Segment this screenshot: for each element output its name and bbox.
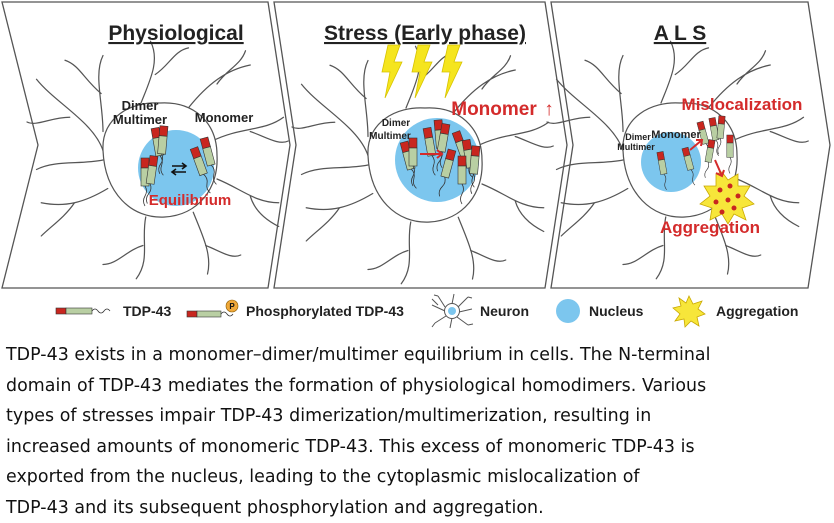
panel-title-als: A L S <box>654 22 707 45</box>
label-monomer: Monomer <box>651 129 701 141</box>
legend-label: Aggregation <box>716 303 798 319</box>
panel-title-physiological: Physiological <box>108 22 243 45</box>
legend-item-neuron: Neuron <box>430 290 529 332</box>
neuron-icon <box>430 293 474 329</box>
legend-label: Neuron <box>480 303 529 319</box>
label-dimer: Dimer <box>625 132 651 142</box>
aggregation-icon <box>672 294 706 328</box>
phosphorylated-tdp43-icon: P <box>186 298 242 324</box>
nucleus-icon <box>555 298 581 324</box>
caption-line: increased amounts of monomeric TDP-43. T… <box>6 432 828 463</box>
caption-line: domain of TDP-43 mediates the formation … <box>6 371 828 402</box>
caption-line: TDP-43 exists in a monomer–dimer/multime… <box>6 340 828 371</box>
tdp43-diagram: Physiological Dimer Multimer Monomer Equ… <box>0 0 834 290</box>
tdp43-icon <box>55 305 117 317</box>
caption-line: exported from the nucleus, leading to th… <box>6 462 828 493</box>
label-equilibrium: Equilibrium <box>149 192 232 209</box>
svg-text:P: P <box>229 302 235 311</box>
panel-title-stress: Stress (Early phase) <box>324 22 526 45</box>
caption-line: TDP-43 and its subsequent phosphorylatio… <box>6 493 828 523</box>
label-multimer: Multimer <box>617 142 655 152</box>
legend-item-phosphorylated-tdp43: P Phosphorylated TDP-43 <box>186 290 404 332</box>
label-aggregation: Aggregation <box>660 218 760 237</box>
legend-item-tdp43: TDP-43 <box>55 290 171 332</box>
legend-label: TDP-43 <box>123 303 171 319</box>
label-monomer: Monomer <box>195 110 254 125</box>
legend: TDP-43 P Phosphorylated TDP-43 Neuron Nu… <box>0 290 834 332</box>
caption-line: types of stresses impair TDP-43 dimeriza… <box>6 401 828 432</box>
figure-caption: TDP-43 exists in a monomer–dimer/multime… <box>6 340 828 523</box>
legend-label: Phosphorylated TDP-43 <box>246 303 404 319</box>
arrow-up-icon: ↑ <box>544 99 554 120</box>
label-dimer: Dimer <box>382 118 410 129</box>
label-multimer: Multimer <box>113 112 167 127</box>
label-multimer: Multimer <box>369 131 411 142</box>
label-dimer: Dimer <box>122 98 159 113</box>
label-mislocalization: Mislocalization <box>682 95 803 114</box>
legend-item-aggregation: Aggregation <box>672 290 798 332</box>
legend-item-nucleus: Nucleus <box>555 290 643 332</box>
label-monomer: Monomer <box>451 99 537 120</box>
legend-label: Nucleus <box>589 303 643 319</box>
